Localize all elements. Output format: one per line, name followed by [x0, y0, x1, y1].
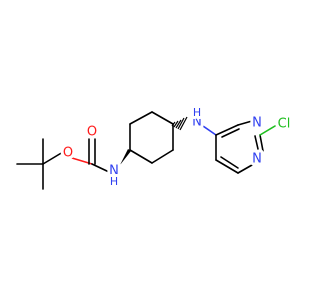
pyrimidine-inner-double-1: [221, 128, 240, 138]
pyrimidine-bond-5: [237, 120, 253, 126]
bond-ring-cl: [259, 125, 276, 136]
atom-n-ring-bottom: N: [249, 149, 265, 170]
svg-text:N: N: [192, 115, 202, 130]
svg-text:H: H: [110, 175, 118, 188]
svg-text:N: N: [252, 116, 262, 131]
cyclohexane-bond-5: [151, 149, 174, 164]
pyrimidine-bond-6: [215, 124, 239, 136]
pyrimidine-inner-double-2: [220, 156, 239, 169]
bond-tbu-o: [42, 151, 64, 165]
svg-text:O: O: [87, 125, 97, 140]
atom-nh-right: N H: [189, 103, 205, 133]
svg-text:O: O: [63, 146, 73, 161]
atom-n-ring-top: N: [249, 113, 265, 134]
atom-cl: Cl: [275, 114, 294, 135]
atom-o-ester: O: [60, 143, 76, 164]
atom-o-carbonyl: O: [84, 122, 100, 143]
svg-text:Cl: Cl: [278, 117, 291, 132]
cyclohexane-bond-6: [129, 149, 153, 164]
stereo-hash-right: [171, 116, 188, 131]
pyrimidine-bond-3: [237, 164, 253, 174]
svg-text:H: H: [193, 106, 201, 119]
pyrimidine-bond-4: [259, 134, 264, 152]
molecule-structure-diagram: N H N H O O N N Cl: [16, 103, 294, 192]
bond-carbonyl-c-nh: [91, 163, 110, 173]
cyclohexane-bond-3: [151, 111, 174, 125]
pyrimidine-bond-2: [215, 159, 239, 174]
stereo-wedge-left: [120, 149, 131, 165]
svg-text:N: N: [109, 164, 119, 179]
bond-nh-right-ring: [202, 125, 217, 136]
pyrimidine-inner-double-3: [254, 135, 259, 150]
svg-text:N: N: [252, 152, 262, 167]
atom-nh-left: N H: [106, 161, 122, 192]
cyclohexane-bond-2: [129, 111, 153, 125]
